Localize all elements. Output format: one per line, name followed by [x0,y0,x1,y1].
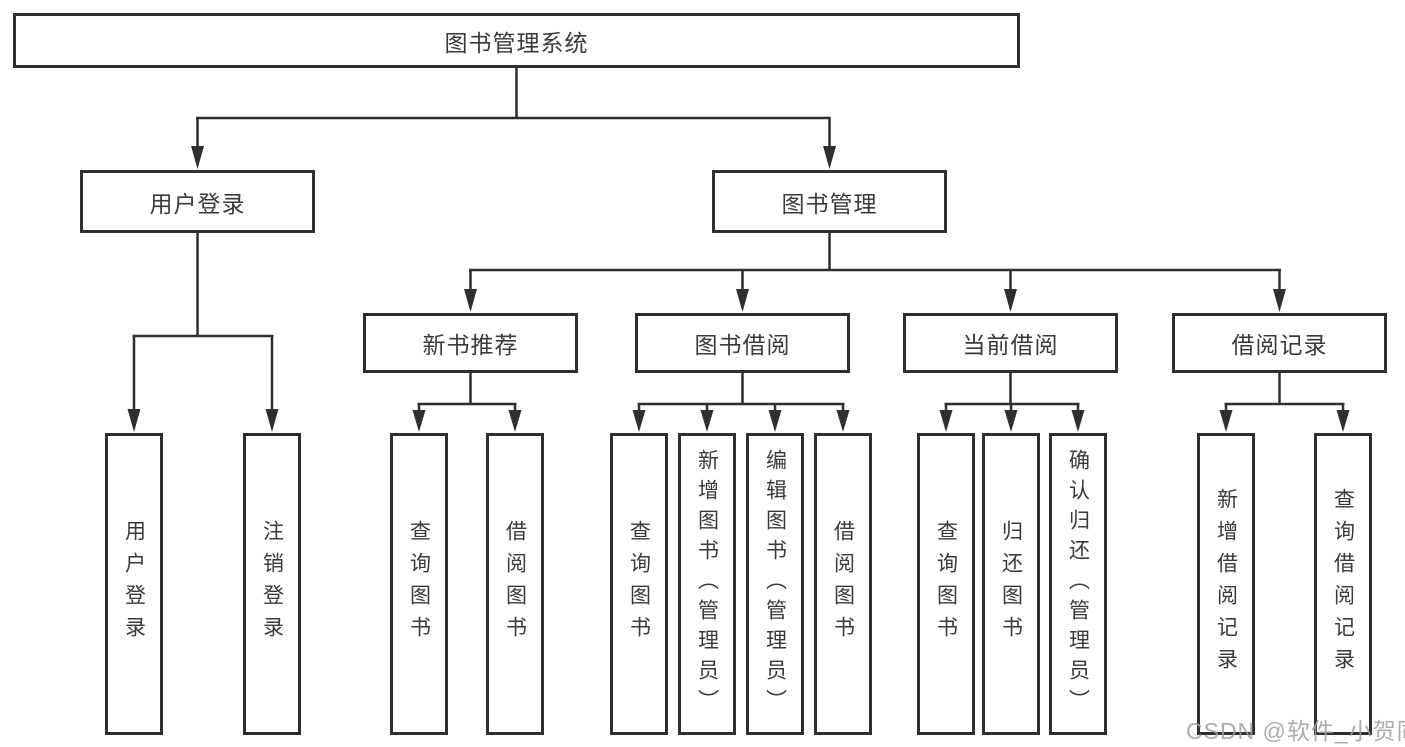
leaf-query-books-current: 查询图书 [917,433,975,735]
arrowheads [127,146,1350,432]
arrow-icon [1273,289,1286,312]
arrow-icon [632,410,646,432]
arrow-icon [412,410,426,432]
leaf-edit-books-admin: 编辑图书（管理员） [746,433,804,735]
leaf-label: 用户登录 [122,520,146,648]
node-root-system: 图书管理系统 [13,13,1020,68]
arrow-icon [700,410,714,432]
leaf-label: 确认归还（管理员） [1066,449,1090,719]
leaf-label: 新增图书（管理员） [695,449,719,719]
leaf-query-borrow-record: 查询借阅记录 [1314,433,1372,735]
leaf-label: 借阅图书 [503,520,527,648]
leaf-query-books-borrow: 查询图书 [610,433,668,735]
arrow-icon [1004,289,1017,312]
node-new-book-recommend: 新书推荐 [363,313,578,373]
arrow-icon [768,410,782,432]
node-book-borrow: 图书借阅 [635,313,850,373]
connector-lines [132,68,1345,413]
arrow-icon [1336,410,1350,432]
leaf-logout: 注销登录 [243,433,301,735]
leaf-borrow-books-borrow: 借阅图书 [814,433,872,735]
csdn-watermark: CSDN @软件_小贺同学 [1186,718,1405,744]
leaf-query-books-new: 查询图书 [390,433,448,735]
arrow-icon [939,410,953,432]
leaf-label: 新增借阅记录 [1214,488,1238,680]
leaf-add-borrow-record: 新增借阅记录 [1197,433,1255,735]
node-current-borrow: 当前借阅 [903,313,1118,373]
arrow-icon [508,410,522,432]
leaf-label: 查询借阅记录 [1331,488,1355,680]
leaf-user-login: 用户登录 [105,433,163,735]
node-borrow-records: 借阅记录 [1172,313,1387,373]
arrow-icon [823,146,836,169]
leaf-label: 查询图书 [407,520,431,648]
arrow-icon [1219,410,1233,432]
leaf-return-books: 归还图书 [982,433,1040,735]
leaf-label: 查询图书 [934,520,958,648]
node-book-management: 图书管理 [712,170,947,233]
arrow-icon [836,410,850,432]
leaf-label: 编辑图书（管理员） [763,449,787,719]
leaf-label: 借阅图书 [831,520,855,648]
arrow-icon [127,409,141,432]
leaf-add-books-admin: 新增图书（管理员） [678,433,736,735]
leaf-confirm-return-admin: 确认归还（管理员） [1049,433,1107,735]
arrow-icon [1004,410,1018,432]
arrow-icon [265,409,279,432]
leaf-label: 查询图书 [627,520,651,648]
arrow-icon [736,289,749,312]
leaf-borrow-books-new: 借阅图书 [486,433,544,735]
node-user-login: 用户登录 [80,170,315,233]
leaf-label: 归还图书 [999,520,1023,648]
arrow-icon [191,146,204,169]
leaf-label: 注销登录 [260,520,284,648]
arrow-icon [464,289,477,312]
arrow-icon [1071,410,1085,432]
